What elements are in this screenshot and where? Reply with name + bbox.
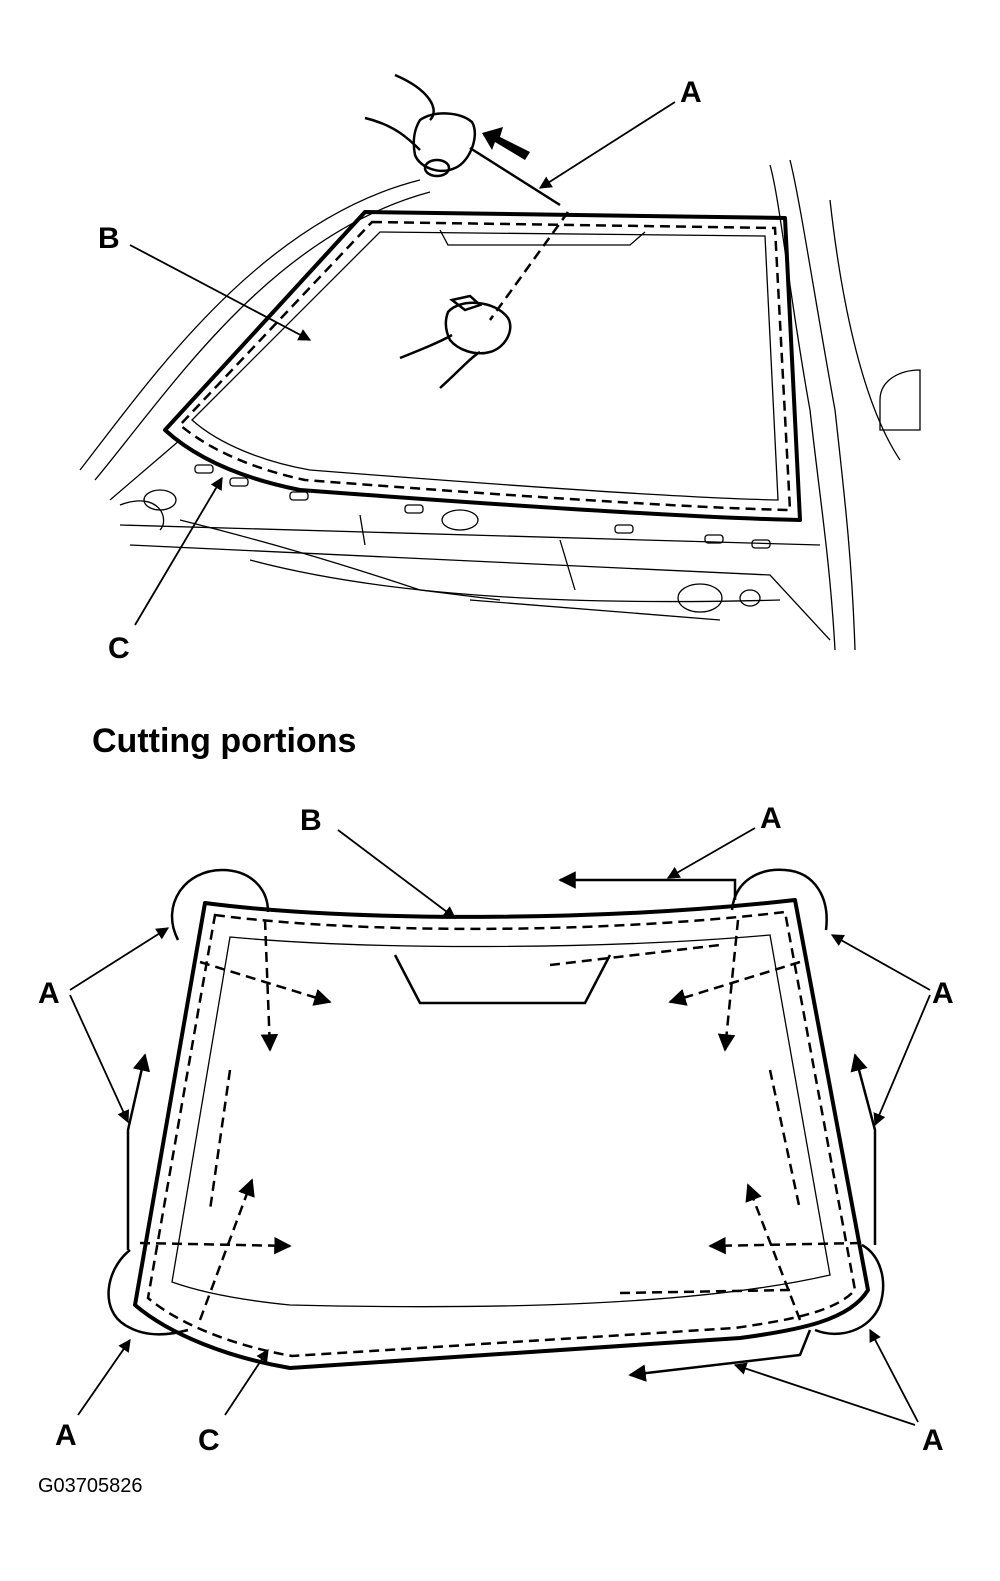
leader-c-bottom — [224, 1348, 269, 1416]
retaining-clips — [194, 464, 771, 549]
glass-inner-edge — [191, 231, 779, 501]
car-body-outline — [79, 159, 921, 651]
glass-edge — [171, 934, 831, 1308]
leader-b-bottom — [337, 829, 457, 919]
adhesive-bead-line — [178, 220, 792, 512]
bottom-label-b: B — [300, 804, 322, 837]
inner-cut-arrows — [139, 919, 861, 1321]
cut-arrow-bottom-right — [628, 1329, 812, 1382]
bottom-view-illustration: B A A A A C A — [38, 802, 954, 1457]
bottom-label-a-bottom-left: A — [55, 1419, 77, 1452]
outer-hand-icon — [364, 73, 530, 178]
cut-arrow-left-side — [126, 1053, 151, 1250]
cut-arrow-right-side — [850, 1053, 877, 1245]
cutting-wire — [469, 146, 561, 207]
leader-a-bottom-right-1 — [869, 1328, 919, 1423]
bottom-label-c: C — [198, 1424, 220, 1457]
bottom-label-a-bottom-right: A — [922, 1424, 944, 1457]
cut-arrow-top-right — [558, 871, 737, 900]
leader-a-bottom-left — [77, 1338, 131, 1416]
windshield-molding — [163, 210, 802, 522]
leader-a-left-2 — [69, 994, 130, 1124]
top-label-c: C — [108, 632, 130, 665]
leader-a-bottom-right-2 — [733, 1362, 916, 1426]
bottom-label-a-top: A — [760, 802, 782, 835]
top-label-b: B — [98, 222, 120, 255]
bottom-label-a-right: A — [932, 977, 954, 1010]
top-view-illustration: A B C — [79, 73, 921, 665]
cut-path-bead — [146, 910, 857, 1358]
top-label-a: A — [680, 76, 702, 109]
inner-hand-icon — [399, 294, 512, 389]
figure-code: G03705826 — [38, 1475, 143, 1497]
leader-a-top-bottom — [666, 827, 756, 879]
leader-a-right-1 — [830, 934, 931, 991]
leader-c-top — [134, 476, 223, 626]
leader-a-left-1 — [69, 927, 170, 991]
leader-b-top — [129, 244, 312, 341]
cutting-wire-through-glass — [488, 211, 570, 321]
bottom-label-a-left: A — [38, 977, 60, 1010]
section-title: Cutting portions — [92, 722, 356, 760]
leader-a-top — [538, 101, 676, 189]
corner-zones — [107, 868, 885, 1336]
leader-a-right-2 — [873, 994, 931, 1127]
windshield-outline — [133, 898, 870, 1370]
